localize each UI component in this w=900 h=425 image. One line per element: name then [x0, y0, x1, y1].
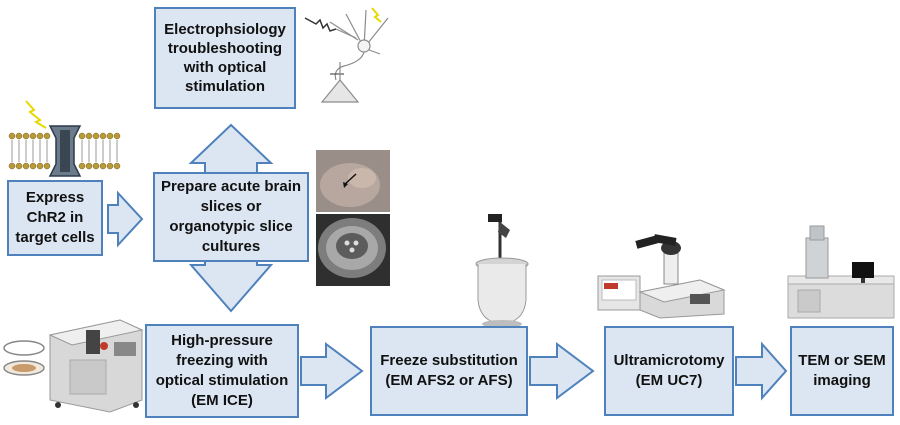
- arrow-freeze-to-ultra: [529, 342, 595, 400]
- arrow-ultra-to-imaging: [735, 341, 788, 401]
- electron-microscope-icon: [787, 225, 895, 319]
- imaging-text: TEM or SEM imaging: [798, 352, 886, 389]
- imaging-box: TEM or SEM imaging: [790, 326, 894, 416]
- channelrhodopsin-membrane-icon: [8, 100, 121, 177]
- high-pressure-freezing-text: High-pressure freezing with optical stim…: [155, 332, 289, 409]
- freeze-substitution-unit-icon: [475, 214, 529, 328]
- ultramicrotomy-box: Ultramicrotomy (EM UC7): [604, 326, 734, 416]
- brain-slice-photo: [316, 150, 390, 212]
- express-chr2-box: Express ChR2 in target cells: [7, 180, 103, 256]
- ultramicrotomy-text: Ultramicrotomy (EM UC7): [613, 352, 725, 389]
- prepare-slices-box: Prepare acute brain slices or organotypi…: [153, 172, 309, 262]
- high-pressure-freezer-icon: [3, 319, 144, 413]
- electrophysiology-text: Electrophsiology troubleshooting with op…: [164, 21, 286, 95]
- prepare-slices-text: Prepare acute brain slices or organotypi…: [160, 178, 302, 255]
- high-pressure-freezing-box: High-pressure freezing with optical stim…: [145, 324, 299, 418]
- ultramicrotome-icon: [597, 234, 726, 319]
- neuron-stimulation-icon: [304, 7, 389, 103]
- freeze-substitution-box: Freeze substitution (EM AFS2 or AFS): [370, 326, 528, 416]
- express-chr2-text: Express ChR2 in target cells: [15, 189, 95, 246]
- arrow-hpf-to-freeze: [300, 342, 364, 400]
- culture-dish-photo: [316, 214, 390, 286]
- freeze-substitution-text: Freeze substitution (EM AFS2 or AFS): [380, 352, 518, 389]
- electrophysiology-box: Electrophsiology troubleshooting with op…: [154, 7, 296, 109]
- arrow-express-to-prepare: [107, 190, 144, 248]
